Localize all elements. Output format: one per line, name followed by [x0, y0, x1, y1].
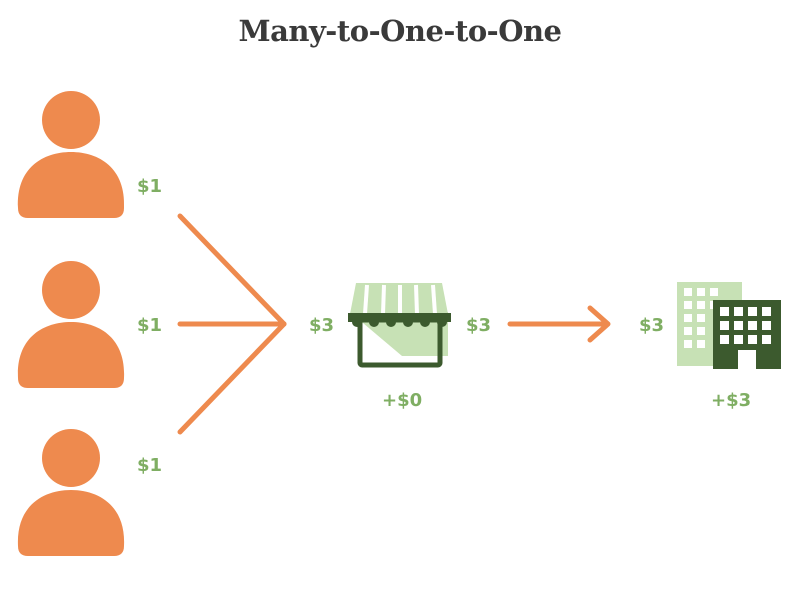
person-icon	[17, 91, 125, 218]
middleman-net: +$0	[382, 390, 423, 411]
arrow-to-company	[507, 305, 611, 343]
converging-arrows	[177, 213, 287, 435]
office-building-icon	[677, 282, 781, 369]
middleman-amount-out: $3	[466, 315, 492, 336]
person-icon	[17, 261, 125, 388]
arrow-line-top	[177, 213, 287, 327]
person-amount: $1	[137, 315, 163, 336]
storefront-icon	[348, 283, 451, 368]
middleman-amount-in: $3	[309, 315, 335, 336]
person-amount: $1	[137, 455, 163, 476]
diagram-title: Many-to-One-to-One	[238, 14, 562, 48]
company-amount-in: $3	[639, 315, 665, 336]
person-icon	[17, 429, 125, 556]
arrow-line-bottom	[177, 321, 287, 435]
person-amount: $1	[137, 176, 163, 197]
company-net: +$3	[711, 390, 752, 411]
